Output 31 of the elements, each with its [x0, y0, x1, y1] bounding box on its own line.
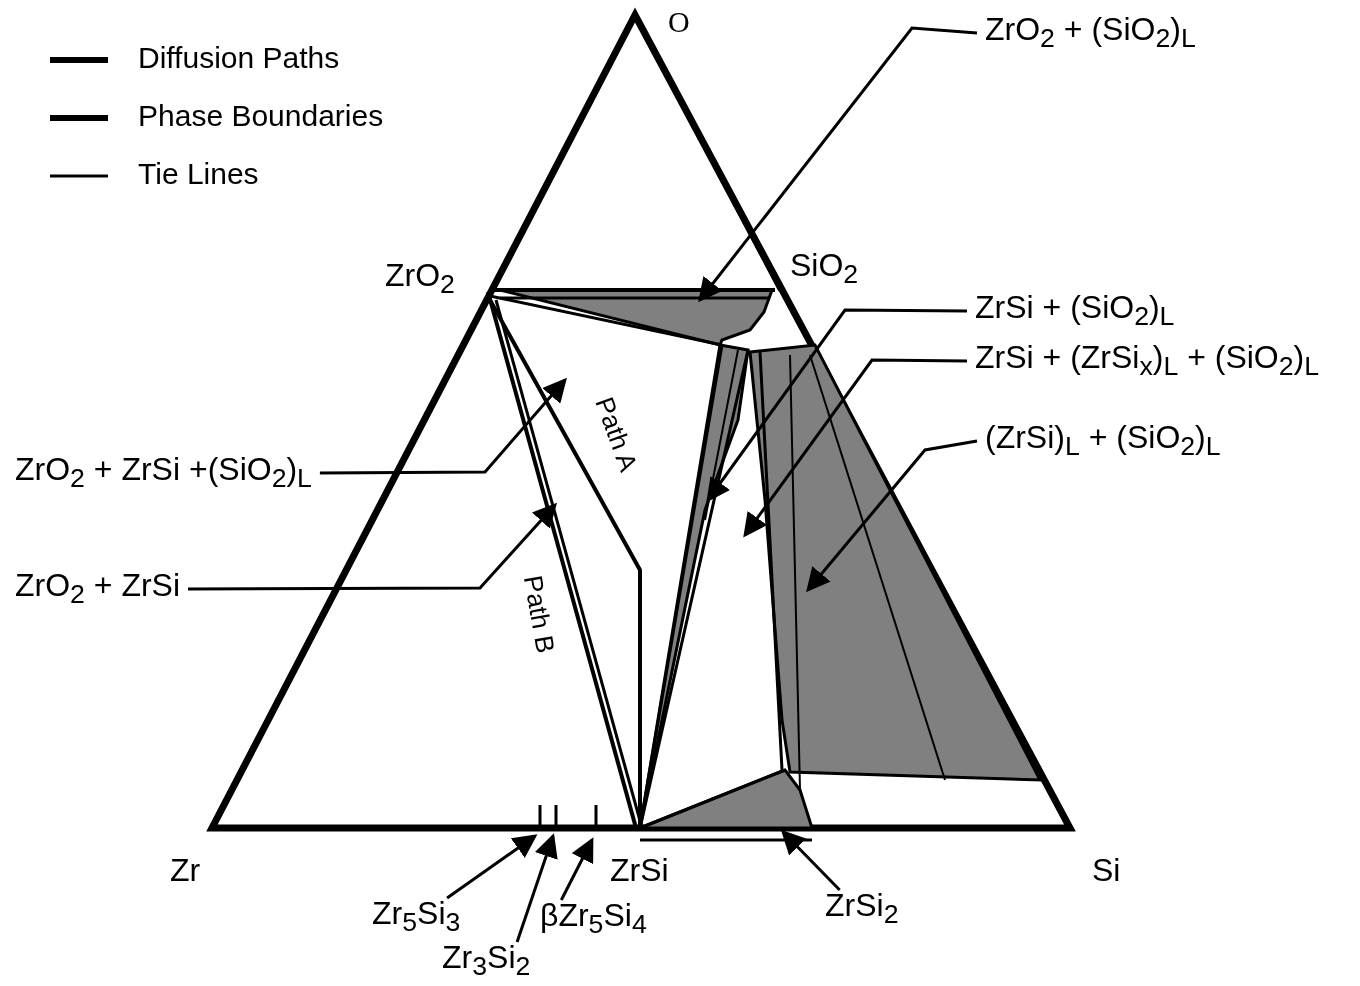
- legend-label: Diffusion Paths: [138, 41, 340, 74]
- leader-line: [706, 308, 967, 503]
- phase-label: Zr$_{3}$Si$_{2}$: [442, 940, 531, 982]
- legend-label: Tie Lines: [138, 157, 259, 190]
- leader-line: [780, 829, 841, 892]
- vertex-label: Si: [1092, 853, 1121, 889]
- leader-line: [319, 377, 567, 475]
- leader-line: [188, 502, 557, 591]
- vertex-label: Zr: [170, 853, 201, 889]
- phase-label: βZr$_{5}$Si$_{4}$: [540, 898, 647, 940]
- vertex-label: ZrO$_{2}$: [385, 258, 455, 300]
- leader-line: [446, 834, 538, 900]
- phase-label: ZrSi$_{2}$: [825, 888, 899, 930]
- leader-line: [559, 837, 594, 901]
- vertex-label: SiO$_{2}$: [790, 248, 859, 290]
- leader-line: [698, 26, 978, 303]
- phase-label: Zr$_{5}$Si$_{3}$: [372, 896, 461, 938]
- vertex-label: ZrSi: [610, 853, 669, 889]
- vertex-label: O: [668, 5, 690, 38]
- phase-label: ZrO$_{2}$ + ZrSi +(SiO$_{2}$)$_{L}$: [15, 452, 312, 494]
- path-label: Path A: [589, 393, 643, 476]
- leader-line: [806, 439, 978, 593]
- phase-label: ZrSi + (SiO$_{2}$)$_{L}$: [975, 290, 1175, 332]
- phase-label: ZrSi + (ZrSi$_{x}$)$_{L}$ + (SiO$_{2}$)$_{L}$: [975, 340, 1320, 382]
- legend-label: Phase Boundaries: [138, 99, 384, 132]
- phase-label: ZrO$_{2}$ + (SiO$_{2}$)$_{L}$: [985, 12, 1196, 54]
- phase-label: ZrO$_{2}$ + ZrSi: [15, 568, 181, 610]
- phase-label: (ZrSi)$_{L}$ + (SiO$_{2}$)$_{L}$: [985, 420, 1221, 462]
- leader-line: [515, 833, 558, 943]
- leader-line: [743, 358, 967, 538]
- path-label: Path B: [518, 573, 560, 656]
